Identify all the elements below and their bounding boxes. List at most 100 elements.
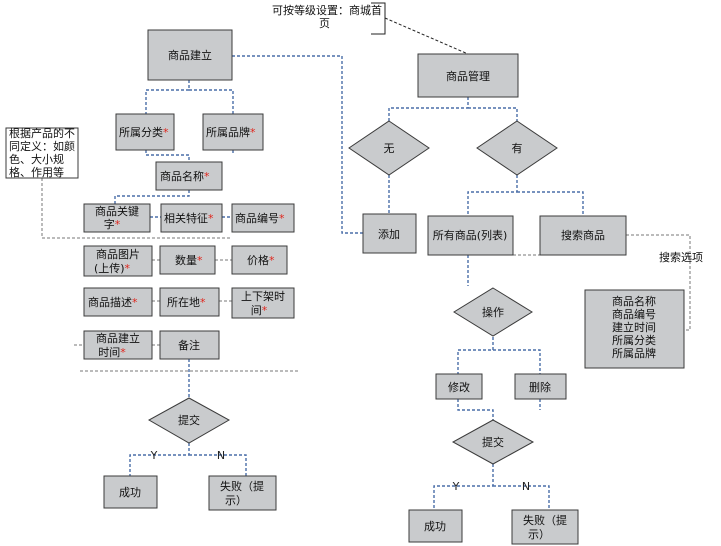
node-name-label: 商品名称* <box>160 169 210 183</box>
node-ctime-label-2: 时间* <box>98 346 126 359</box>
edge-operate-split <box>457 312 541 374</box>
search-option-item: 所属品牌 <box>612 346 656 360</box>
node-manage-label: 商品管理 <box>446 69 490 83</box>
edge-left-note <box>41 178 232 239</box>
edge-submit2-branches <box>433 464 550 510</box>
required-star: * <box>132 296 138 309</box>
attribute-note-line-1: 根据产品的不 <box>9 126 75 140</box>
node-image-label-1: 商品图片 <box>96 247 140 261</box>
node-create-time: 商品建立 时间* <box>83 330 153 360</box>
node-quantity-label: 数量* <box>175 254 203 267</box>
node-shelf-time: 上下架时 间* <box>231 287 295 319</box>
search-option-item: 商品编号 <box>612 307 656 321</box>
node-remark: 备注 <box>159 330 220 360</box>
branch-no-right: N <box>522 480 530 493</box>
node-none: 无 <box>348 120 430 176</box>
node-add: 添加 <box>362 213 417 254</box>
required-star: * <box>269 254 275 267</box>
search-options-box: 商品名称 商品编号 建立时间 所属分类 所属品牌 <box>584 289 685 369</box>
node-remark-label: 备注 <box>178 338 200 352</box>
required-star: * <box>204 170 210 183</box>
node-delete-label: 删除 <box>529 380 551 394</box>
top-note-link <box>384 17 469 55</box>
search-option-item: 建立时间 <box>612 320 656 334</box>
branch-yes-left: Y <box>150 449 158 462</box>
node-code-label: 商品编号* <box>235 211 285 225</box>
node-all-products: 所有商品(列表) <box>427 215 514 256</box>
node-fail-left-label-1: 失败（提 <box>220 479 264 493</box>
node-shelf-label-1: 上下架时 <box>241 290 285 303</box>
node-category: 所属分类* <box>115 113 175 151</box>
node-submit-left-label: 提交 <box>178 413 200 427</box>
node-brand: 所属品牌* <box>202 113 264 151</box>
attribute-note-line-2: 同定义：如颜 <box>9 139 75 153</box>
node-search: 搜索商品 <box>539 215 627 256</box>
edge-submit-branches <box>129 443 247 476</box>
required-star: * <box>262 304 268 317</box>
node-edit-label: 修改 <box>448 380 470 394</box>
node-has: 有 <box>476 120 558 176</box>
edge-search-options <box>626 234 691 331</box>
node-code: 商品编号* <box>231 203 295 233</box>
required-star: * <box>250 126 256 139</box>
required-star: * <box>279 212 285 225</box>
edge-create-split <box>145 80 234 114</box>
attribute-note-line-3: 色、大小规 <box>9 152 64 166</box>
edge-manage-split <box>388 97 518 121</box>
node-image: 商品图片 (上传)* <box>83 245 153 277</box>
node-submit-left: 提交 <box>147 397 231 444</box>
search-option-item: 所属分类 <box>612 333 656 347</box>
edge-edit-submit <box>457 399 541 420</box>
node-all-products-label: 所有商品(列表) <box>433 228 508 242</box>
node-delete: 删除 <box>514 373 567 400</box>
node-create: 商品建立 <box>147 29 233 81</box>
node-fail-right: 失败（提 示） <box>511 509 579 545</box>
node-feature-label: 相关特征* <box>164 211 214 225</box>
required-star: * <box>125 262 131 275</box>
node-submit-right-label: 提交 <box>482 435 504 449</box>
node-feature: 相关特征* <box>160 203 223 233</box>
node-name: 商品名称* <box>155 161 223 191</box>
node-ctime-label-1: 商品建立 <box>96 331 140 345</box>
edge-name-keyword <box>114 190 190 204</box>
node-price-label: 价格* <box>247 253 275 267</box>
node-keyword-label-1: 商品关键 <box>95 204 139 218</box>
node-fail-right-label-2: 示） <box>528 528 550 541</box>
node-has-label: 有 <box>512 141 523 155</box>
edge-add-create <box>232 55 363 234</box>
node-search-label: 搜索商品 <box>561 228 605 242</box>
node-success-left-label: 成功 <box>119 486 141 499</box>
node-success-right: 成功 <box>408 509 463 543</box>
node-success-left: 成功 <box>103 475 158 509</box>
node-brand-label: 所属品牌* <box>206 125 256 139</box>
node-operate: 操作 <box>453 287 533 337</box>
node-category-label: 所属分类* <box>119 125 169 139</box>
search-option-item: 商品名称 <box>612 294 656 308</box>
node-keyword-label-2: 字* <box>104 217 121 231</box>
node-desc: 商品描述* <box>83 287 153 317</box>
node-image-label-2: (上传)* <box>94 262 131 275</box>
node-desc-label: 商品描述* <box>88 295 138 309</box>
node-location: 所在地* <box>159 287 220 317</box>
node-fail-left: 失败（提 示） <box>208 475 277 511</box>
required-star: * <box>120 346 126 359</box>
node-keyword: 商品关键 字* <box>83 203 151 233</box>
connectors <box>41 2 691 510</box>
node-quantity: 数量* <box>159 245 216 275</box>
node-submit-right: 提交 <box>451 419 535 465</box>
edge-has-split <box>467 175 584 216</box>
required-star: * <box>197 254 203 267</box>
top-note-line-1: 可按等级设置：商城首 <box>272 3 382 17</box>
required-star: * <box>208 212 214 225</box>
node-success-right-label: 成功 <box>424 520 446 533</box>
required-star: * <box>115 218 121 231</box>
required-star: * <box>200 296 206 309</box>
node-price: 价格* <box>231 245 288 275</box>
node-operate-label: 操作 <box>482 305 504 319</box>
node-fail-left-label-2: 示） <box>225 494 247 507</box>
node-fail-right-label-1: 失败（提 <box>523 513 567 527</box>
attribute-note: 根据产品的不 同定义：如颜 色、大小规 格、作用等 <box>5 126 79 179</box>
search-options-label: 搜索选项 <box>659 250 703 264</box>
node-manage: 商品管理 <box>417 53 519 98</box>
